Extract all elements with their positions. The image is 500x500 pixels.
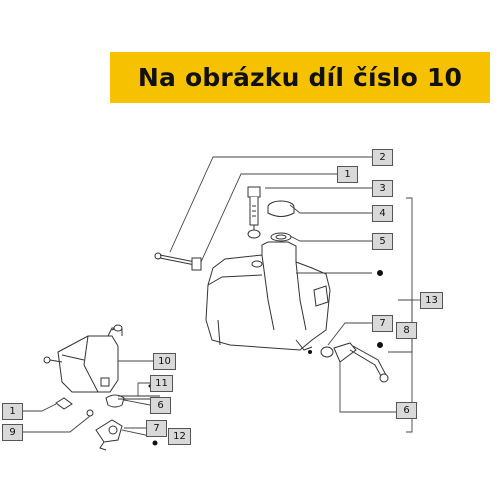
dipstick (247, 186, 261, 239)
title-banner: Na obrázku díl číslo 10 (110, 52, 490, 103)
callout-8: 8 (396, 322, 417, 339)
callout-1-left: 1 (2, 403, 23, 420)
callout-9: 9 (2, 424, 23, 441)
callout-11: 11 (150, 375, 173, 392)
callout-3: 3 (372, 180, 393, 197)
callout-6-left: 6 (150, 397, 171, 414)
filler-cap (267, 200, 295, 242)
small-tank-10 (43, 324, 123, 393)
callout-10: 10 (153, 353, 176, 370)
callout-12: 12 (168, 428, 191, 445)
small-tank-parts (55, 394, 160, 451)
callout-13: 13 (420, 292, 443, 309)
callout-7-left: 7 (146, 420, 167, 437)
mount-screw (154, 252, 202, 271)
main-tank (205, 241, 331, 351)
callout-5-upper: 5 (372, 233, 393, 250)
callout-6-right: 6 (396, 402, 417, 419)
callout-4: 4 (372, 205, 393, 222)
callout-2: 2 (372, 149, 393, 166)
callout-7-right: 7 (372, 315, 393, 332)
callout-1-upper: 1 (337, 166, 358, 183)
banner-title: Na obrázku díl číslo 10 (137, 63, 463, 92)
outlet-fitting (320, 342, 389, 383)
